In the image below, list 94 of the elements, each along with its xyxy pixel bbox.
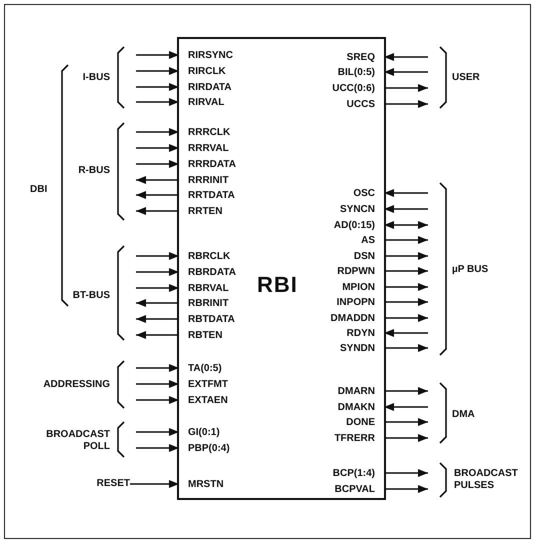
signal-arrow — [136, 67, 179, 75]
signal-arrow — [136, 428, 179, 436]
signal-arrow — [136, 207, 179, 215]
pin-label: RRTDATA — [179, 188, 274, 202]
pin-label: RIRVAL — [179, 96, 274, 108]
pin-label: DONE — [289, 416, 384, 428]
pin-label: EXTAEN — [179, 394, 274, 406]
group-label: µP BUS — [452, 264, 488, 276]
group-label: R-BUS — [78, 165, 110, 177]
signal-arrow — [136, 252, 179, 260]
signal-arrow — [384, 485, 428, 493]
pin-label: BCP(1:4) — [289, 466, 384, 480]
signal-arrow — [136, 444, 179, 452]
group-label: ADDRESSING — [43, 379, 110, 391]
pin-label: DMARN — [289, 384, 384, 398]
pin-label: RBTDATA — [179, 312, 274, 326]
pin-label: RRRCLK — [179, 126, 274, 138]
pin-label: BCPVAL — [289, 482, 384, 496]
signal-arrow — [136, 284, 179, 292]
signal-arrow — [136, 128, 179, 136]
group-label: BROADCAST PULSES — [454, 468, 519, 492]
pin-label: UCC(0:6) — [289, 82, 384, 94]
group-label: BROADCAST POLL — [45, 429, 110, 453]
signal-arrow — [136, 331, 179, 339]
chip-outline — [177, 37, 386, 500]
pin-label: RBRCLK — [179, 250, 274, 262]
signal-arrow — [136, 268, 179, 276]
pin-label: RRRDATA — [179, 158, 274, 170]
signal-arrow — [384, 329, 428, 337]
pin-label: RRRVAL — [179, 142, 274, 154]
signal-arrow — [130, 480, 179, 488]
signal-arrow — [136, 299, 179, 307]
signal-arrow — [384, 298, 428, 306]
signal-arrow — [384, 314, 428, 322]
signal-arrow — [384, 205, 428, 213]
pin-label: TA(0:5) — [179, 362, 274, 374]
signal-arrow — [384, 387, 428, 395]
signal-arrow — [384, 469, 428, 477]
pin-label: RBTEN — [179, 328, 274, 342]
signal-arrow — [384, 221, 428, 229]
signal-arrow — [136, 160, 179, 168]
signal-arrow — [384, 283, 428, 291]
pin-label: SYNCN — [289, 202, 384, 216]
signal-arrow — [384, 434, 428, 442]
pin-label: PBP(0:4) — [179, 442, 274, 454]
pin-label: AD(0:15) — [289, 218, 384, 232]
pin-label: AS — [289, 234, 384, 246]
signal-label: RESET — [96, 478, 130, 490]
pin-label: RRRINIT — [179, 174, 274, 186]
signal-arrow — [136, 315, 179, 323]
pin-label: INPOPN — [289, 296, 384, 308]
pin-label: RIRDATA — [179, 80, 274, 94]
signal-arrow — [384, 53, 428, 61]
signal-arrow — [136, 191, 179, 199]
signal-arrow — [384, 418, 428, 426]
group-label: DBI — [30, 184, 48, 196]
signal-arrow — [384, 403, 428, 411]
signal-arrow — [384, 189, 428, 197]
pin-label: DSN — [289, 250, 384, 262]
signal-arrow — [384, 84, 428, 92]
group-label: I-BUS — [82, 72, 110, 84]
pin-label: RRTEN — [179, 204, 274, 218]
pin-label: DMADDN — [289, 312, 384, 324]
signal-arrow — [384, 267, 428, 275]
signal-arrow — [136, 83, 179, 91]
signal-arrow — [384, 100, 428, 108]
pin-label: UCCS — [289, 98, 384, 110]
pin-label: SREQ — [289, 50, 384, 64]
pin-label: RIRCLK — [179, 64, 274, 78]
signal-arrow — [384, 344, 428, 352]
pin-label: OSC — [289, 186, 384, 200]
signal-arrow — [136, 364, 179, 372]
signal-arrow — [384, 252, 428, 260]
signal-arrow — [384, 236, 428, 244]
signal-arrow — [136, 176, 179, 184]
pin-label: EXTFMT — [179, 378, 274, 390]
pin-label: BIL(0:5) — [289, 66, 384, 78]
pin-label: RBRINIT — [179, 296, 274, 310]
pin-label: RIRSYNC — [179, 48, 274, 62]
group-label: USER — [452, 72, 480, 84]
pin-label: DMAKN — [289, 400, 384, 414]
signal-arrow — [136, 98, 179, 106]
signal-arrow — [136, 51, 179, 59]
signal-arrow — [136, 144, 179, 152]
signal-arrow — [136, 380, 179, 388]
signal-arrow — [136, 396, 179, 404]
pin-label: GI(0:1) — [179, 426, 274, 438]
group-label: DMA — [452, 409, 475, 421]
signal-arrow — [384, 68, 428, 76]
pin-label: SYNDN — [289, 342, 384, 354]
pin-label: MRSTN — [179, 478, 274, 490]
group-label: BT-BUS — [72, 290, 110, 302]
pin-label: RDYN — [289, 326, 384, 340]
pin-label: TFRERR — [289, 432, 384, 444]
